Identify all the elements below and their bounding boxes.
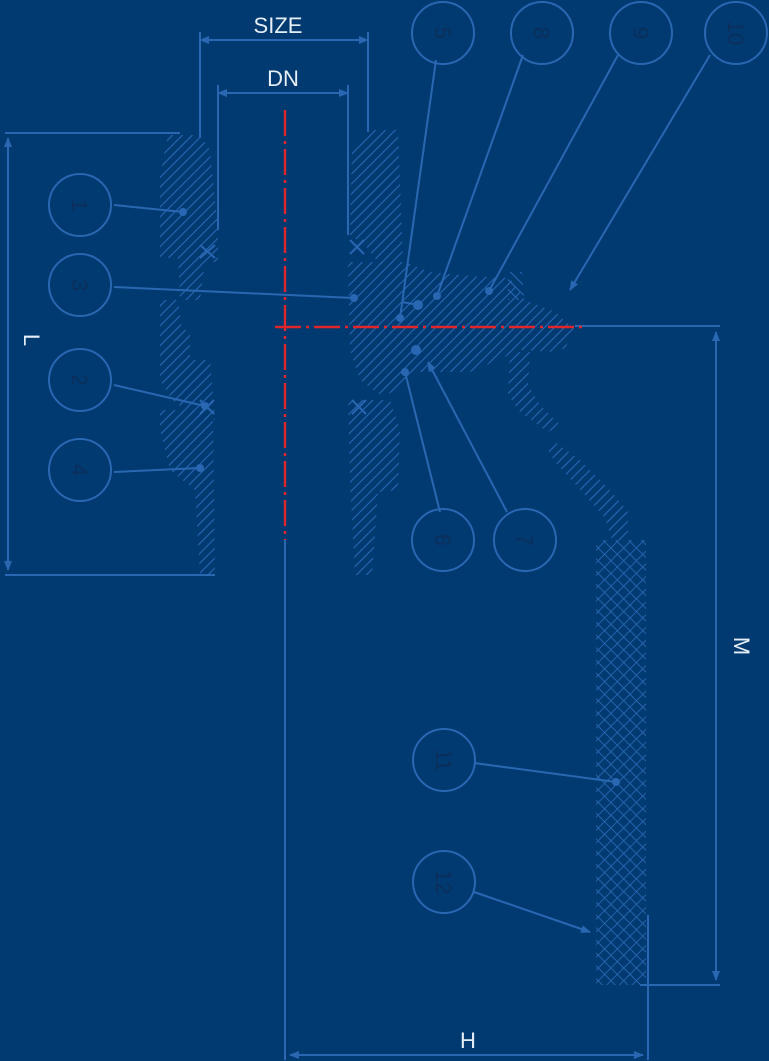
l-label: L [19, 334, 44, 346]
callout-4: 4 [48, 438, 112, 502]
callout-7: 7 [493, 508, 557, 572]
handle-neck [508, 352, 560, 432]
right-body-upper [350, 130, 403, 265]
callout-3: 3 [48, 253, 112, 317]
m-label: M [729, 637, 754, 655]
svg-text:10: 10 [723, 21, 748, 45]
callout-5: 5 [411, 1, 475, 65]
leader-dots [179, 208, 620, 786]
svg-text:5: 5 [430, 27, 455, 39]
dimensions [4, 32, 720, 1060]
callout-2: 2 [48, 348, 112, 412]
callout-11: 11 [412, 728, 476, 792]
size-label: SIZE [254, 13, 303, 38]
svg-text:2: 2 [67, 374, 92, 386]
dn-label: DN [267, 66, 299, 91]
svg-text:7: 7 [512, 534, 537, 546]
leader-lines [113, 54, 711, 933]
callout-8: 8 [510, 1, 574, 65]
valve-body-section [160, 130, 646, 985]
callout-6: 6 [411, 508, 475, 572]
callout-1: 1 [48, 173, 112, 237]
svg-text:3: 3 [67, 279, 92, 291]
callout-balloons: 1 3 2 4 5 8 9 10 [48, 1, 768, 914]
svg-text:8: 8 [529, 27, 554, 39]
handle-grip [596, 540, 646, 985]
svg-text:12: 12 [431, 870, 456, 894]
left-tail-piece [160, 410, 215, 575]
right-body-lower [348, 400, 400, 575]
handle-bend [548, 440, 628, 540]
callout-10: 10 [704, 1, 768, 65]
left-body-upper [160, 135, 218, 300]
stem-packing-region [348, 262, 575, 395]
gland-nut [508, 272, 524, 300]
svg-text:9: 9 [628, 27, 653, 39]
svg-text:1: 1 [67, 199, 92, 211]
centerlines [275, 110, 585, 540]
dimension-labels: SIZE DN L M H [19, 13, 754, 1053]
left-body-middle [160, 300, 215, 420]
h-label: H [460, 1028, 476, 1053]
callout-9: 9 [609, 1, 673, 65]
svg-text:6: 6 [430, 534, 455, 546]
svg-text:4: 4 [67, 464, 92, 476]
svg-text:11: 11 [431, 749, 456, 772]
callout-12: 12 [412, 850, 476, 914]
